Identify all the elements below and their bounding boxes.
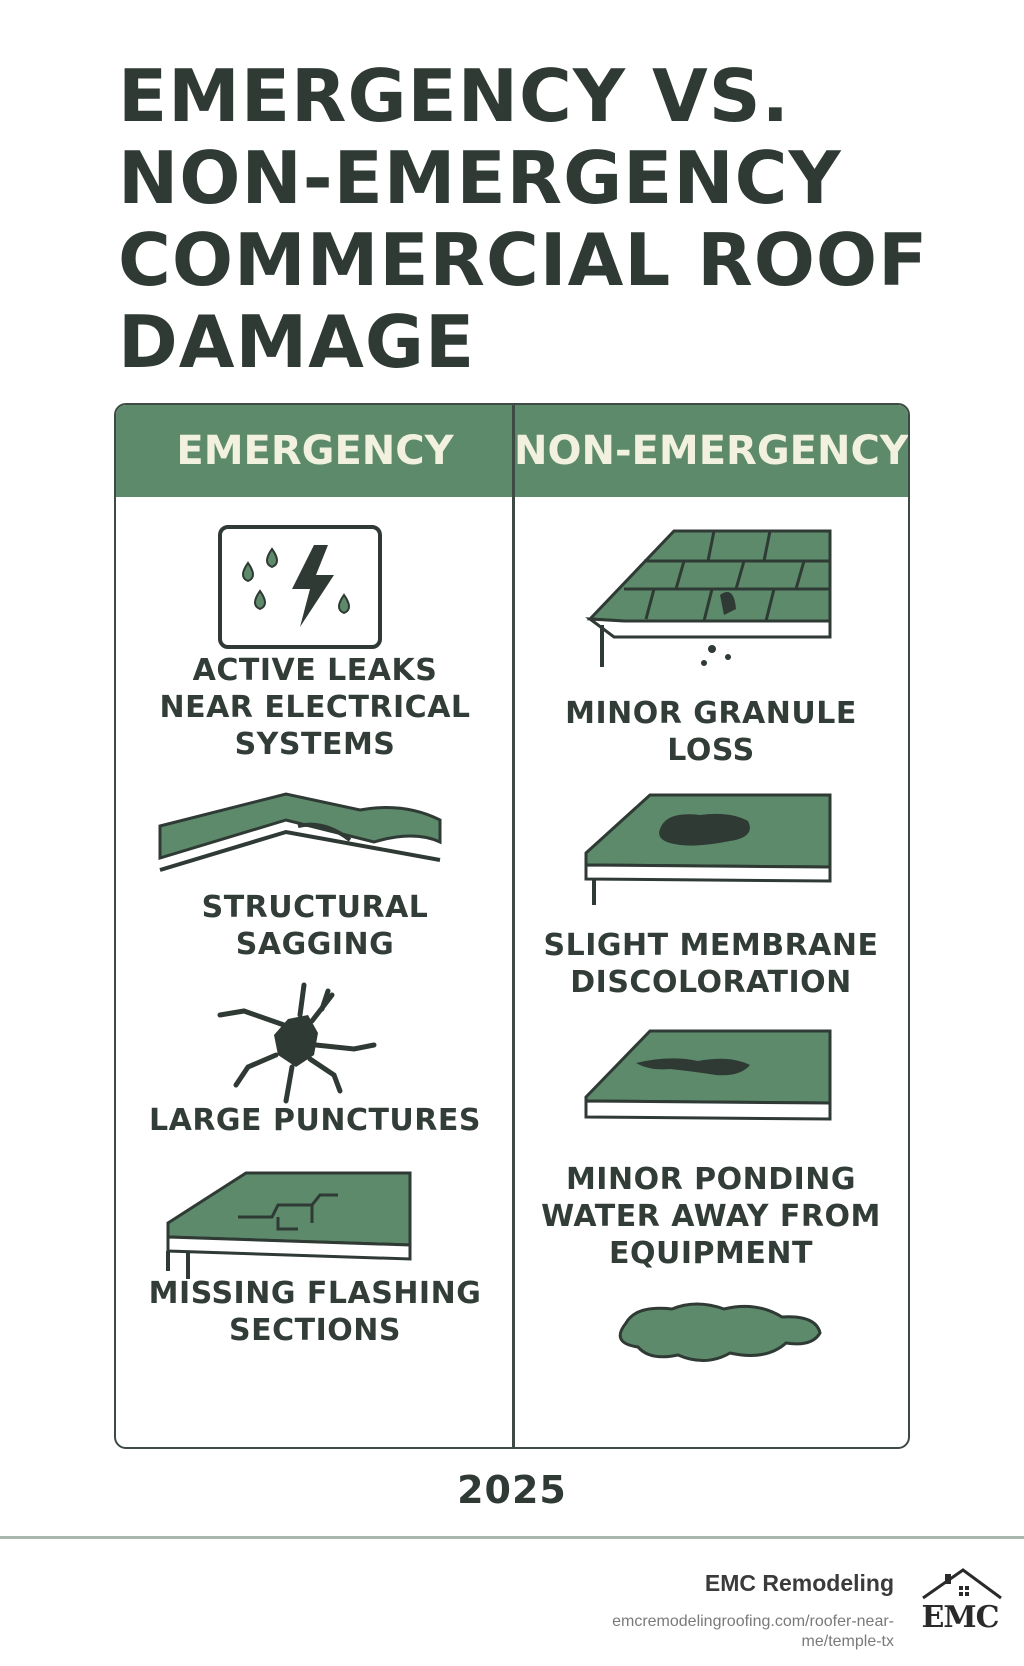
water-puddle-icon [618, 1302, 822, 1362]
item-label: SLIGHT MEMBRANE DISCOLORATION [543, 928, 879, 1000]
house-roof-icon [922, 1568, 1002, 1600]
page-title: EMERGENCY VS. NON-EMERGENCY COMMERCIAL R… [118, 55, 938, 383]
brand-name: EMC Remodeling [704, 1570, 894, 1596]
item-label: MISSING FLASHING SECTIONS [148, 1276, 482, 1348]
emergency-header: EMERGENCY [116, 405, 514, 497]
non-emergency-column: NON-EMERGENCY MINOR GRANULE LOSS SLIGHT … [514, 405, 908, 1447]
logo-text: EMC [921, 1600, 1000, 1635]
footer-divider [0, 1536, 1024, 1539]
title-line: NON-EMERGENCY [118, 136, 842, 220]
year-label: 2025 [457, 1468, 567, 1512]
title-line: DAMAGE [118, 300, 476, 384]
item-label: MINOR GRANULE LOSS [565, 696, 857, 768]
missing-flashing-icon [166, 1171, 412, 1279]
item-label: MINOR PONDING WATER AWAY FROM EQUIPMENT [541, 1162, 881, 1271]
comparison-table: EMERGENCY ACTIVE LEAKS NEAR ELECTRICAL S… [114, 403, 910, 1449]
title-line: EMERGENCY VS. [118, 54, 790, 138]
column-divider [512, 405, 515, 1447]
sagging-roof-icon [158, 792, 442, 872]
membrane-stain-icon [584, 793, 832, 905]
leak-electric-icon [218, 525, 382, 649]
item-label: STRUCTURAL SAGGING [201, 890, 429, 962]
shingle-granule-icon [585, 529, 832, 667]
item-label: LARGE PUNCTURES [149, 1103, 481, 1138]
emergency-column: EMERGENCY ACTIVE LEAKS NEAR ELECTRICAL S… [116, 405, 514, 1447]
non-emergency-header: NON-EMERGENCY [514, 405, 908, 497]
title-line: COMMERCIAL ROOF [118, 218, 929, 302]
brand-url[interactable]: emcremodelingroofing.com/roofer-near-me/… [612, 1613, 894, 1650]
ponding-roof-icon [584, 1029, 832, 1121]
emc-logo: EMC [917, 1564, 1003, 1644]
item-label: ACTIVE LEAKS NEAR ELECTRICAL SYSTEMS [159, 653, 471, 762]
puncture-icon [217, 982, 377, 1104]
